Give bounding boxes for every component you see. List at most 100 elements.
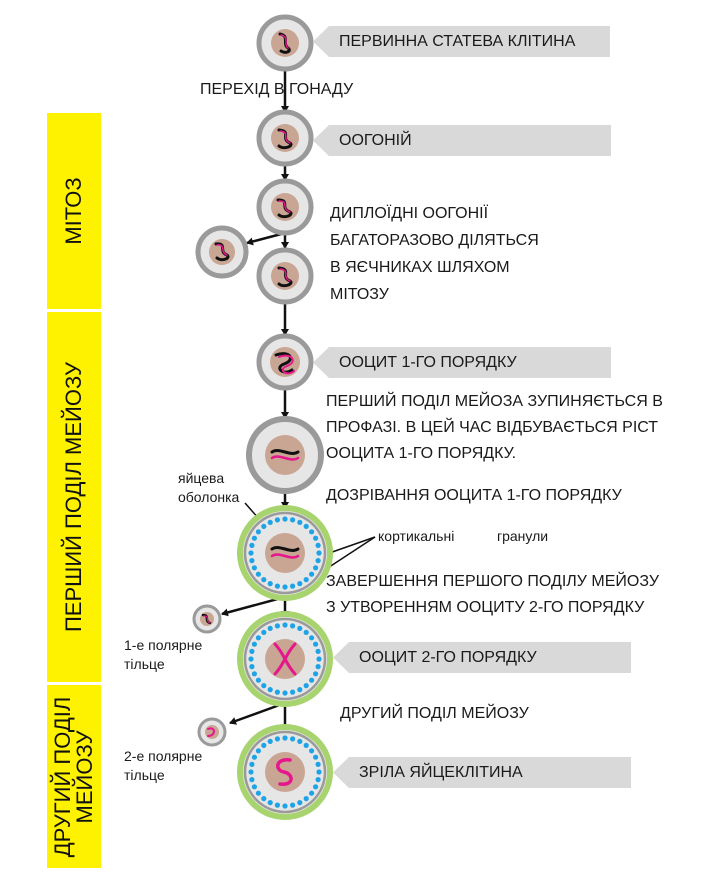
cortical-granule	[255, 677, 261, 683]
cortical-granule	[261, 523, 267, 530]
cortical-granule	[316, 769, 322, 775]
cortical-granule	[297, 800, 303, 806]
second-division-text: ДРУГИЙ ПОДІЛ МЕЙОЗУ	[340, 705, 529, 722]
cortical-granule	[282, 516, 288, 522]
cortical-granule	[255, 635, 261, 641]
transition-label: ПЕРЕХІД В ГОНАДУ	[200, 81, 354, 98]
cortical-granule	[261, 577, 267, 583]
cortical-granule	[251, 641, 257, 647]
cortical-granule	[313, 565, 319, 571]
cortical-granule	[282, 735, 288, 741]
cortical-granule	[274, 583, 280, 589]
cortical-granule	[249, 777, 255, 783]
cortical-granule	[255, 571, 261, 577]
egg-envelope-label-line2: оболонка	[178, 489, 240, 505]
cortical-granule	[316, 656, 322, 662]
cortical-granule	[309, 748, 315, 754]
cortical-granule	[255, 748, 261, 754]
cortical-granule	[290, 623, 296, 629]
cortical-granule	[249, 664, 255, 670]
completion-text-line1: ЗАВЕРШЕННЯ ПЕРШОГО ПОДІЛУ МЕЙОЗУ	[326, 573, 659, 590]
cortical-granule	[303, 523, 309, 530]
tag-mature-egg: ЗРІЛА ЯЙЦЕКЛІТИНА	[333, 757, 631, 788]
cortical-granule	[255, 790, 261, 796]
cortical-granule	[267, 581, 273, 587]
cortical-granule	[248, 769, 254, 775]
cortical-granule	[313, 784, 319, 790]
cortical-granule	[249, 648, 255, 655]
cortical-granule	[315, 664, 321, 670]
cortical-granule	[313, 641, 319, 647]
cortical-granule	[274, 689, 280, 695]
oogonium-dividing	[256, 178, 314, 236]
cortical-granule	[282, 803, 288, 809]
cortical-granule	[303, 629, 309, 636]
cortical-granule	[267, 738, 273, 745]
cortical-granule	[282, 584, 288, 590]
primary-oocyte-cell	[256, 333, 314, 391]
maturation-text: ДОЗРІВАННЯ ООЦИТА 1-ГО ПОРЯДКУ	[326, 487, 622, 504]
cortical-granule	[261, 683, 267, 689]
cortical-granule	[251, 535, 257, 541]
diploid-text-line4: МІТОЗУ	[330, 286, 389, 303]
cortical-granule	[315, 777, 321, 783]
polar-body-2-label-line2: тільце	[124, 767, 165, 783]
polar-body-1-label-line1: 1-е полярне	[124, 637, 203, 653]
cortical-granule	[290, 517, 296, 523]
second-polar-body	[197, 717, 227, 747]
first-polar-body	[192, 604, 222, 634]
stage-label-meiosis-2: ДРУГИЙ ПОДІЛ МЕЙОЗУ	[50, 696, 97, 857]
cortical-granule	[267, 519, 273, 526]
stage-label-mitosis: МІТОЗ	[61, 177, 86, 245]
stage-label-meiosis-2-line1: ДРУГИЙ ПОДІЛ	[50, 696, 75, 857]
cortical-granule	[251, 754, 257, 760]
cortical-granules	[248, 622, 322, 696]
cortical-granules	[248, 516, 322, 590]
cortical-granule	[303, 742, 309, 749]
cortical-granule	[297, 687, 303, 693]
cortical-granule	[297, 581, 303, 587]
cortical-granule	[261, 742, 267, 749]
stage-bar-meiosis-1: ПЕРШИЙ ПОДІЛ МЕЙОЗУ	[47, 312, 101, 682]
cortical-granule	[316, 550, 322, 556]
diploid-text-line1: ДИПЛОЇДНІ ООГОНІЇ	[330, 205, 489, 222]
oogonium-daughter-right	[256, 247, 314, 305]
cortical-label: кортикальні	[378, 528, 455, 544]
cortical-granule	[303, 577, 309, 583]
cortical-granule	[315, 542, 321, 549]
cortical-granule	[315, 558, 321, 564]
cortical-granule	[267, 625, 273, 632]
oogonium-cell	[256, 109, 314, 167]
prophase-text-line2: ПРОФАЗІ. В ЦЕЙ ЧАС ВІДБУВАЄТЬСЯ РІСТ	[326, 419, 659, 436]
cortical-granule	[309, 635, 315, 641]
tag-secondary-oocyte: ООЦИТ 2-ГО ПОРЯДКУ	[333, 642, 631, 673]
mature-egg-cell	[237, 724, 333, 820]
completion-text-line2: З УТВОРЕННЯМ ООЦИТУ 2-ГО ПОРЯДКУ	[326, 599, 645, 616]
cortical-granule	[251, 784, 257, 790]
stage-label-meiosis-2-line2: МЕЙОЗУ	[72, 730, 97, 823]
cortical-granule	[309, 790, 315, 796]
cortical-granule	[313, 754, 319, 760]
cortical-granule	[309, 677, 315, 683]
cortical-granule	[282, 690, 288, 696]
cortical-granule	[309, 529, 315, 535]
maturing-oocyte-cell	[237, 505, 333, 601]
cortical-granule	[248, 550, 254, 556]
stage-bar-mitosis: МІТОЗ	[47, 113, 101, 309]
cortical-granule	[255, 529, 261, 535]
prophase-text-line3: ООЦИТА 1-ГО ПОРЯДКУ.	[326, 445, 517, 462]
cortical-granule	[303, 683, 309, 689]
primordial-germ-cell	[256, 14, 314, 72]
egg-envelope-label-line1: яйцева	[178, 470, 225, 486]
stage-label-meiosis-1: ПЕРШИЙ ПОДІЛ МЕЙОЗУ	[61, 361, 86, 633]
cortical-granule	[290, 583, 296, 589]
cortical-granule	[249, 558, 255, 564]
tag-primary-oocyte: ООЦИТ 1-ГО ПОРЯДКУ	[313, 347, 611, 378]
cortical-granule	[315, 761, 321, 768]
growing-oocyte-cell	[246, 416, 324, 494]
secondary-oocyte-cell	[237, 611, 333, 707]
polar-body-2-label-line1: 2-е полярне	[124, 748, 203, 764]
arrow	[229, 701, 286, 725]
cortical-granule	[309, 571, 315, 577]
